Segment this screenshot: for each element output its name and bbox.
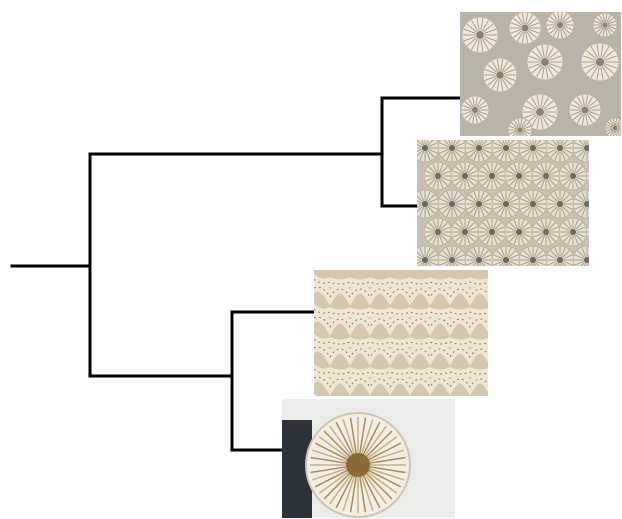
cell-33: [546, 246, 574, 274]
polyp-0: [462, 17, 498, 53]
polyp-11: [605, 118, 622, 138]
cell-30: [465, 246, 493, 274]
cell-23: [478, 218, 506, 246]
polyp-2: [546, 11, 574, 39]
cell-28: [411, 246, 439, 274]
coral-photo-2: [411, 134, 614, 274]
cell-8: [451, 162, 479, 190]
cell-18: [519, 190, 547, 218]
cell-22: [451, 218, 479, 246]
polyp-9: [569, 94, 601, 126]
polyp-6: [581, 43, 619, 81]
cell-19: [546, 190, 574, 218]
cell-7: [424, 162, 452, 190]
cell-21: [424, 218, 452, 246]
cell-4: [519, 134, 547, 162]
cell-1: [438, 134, 466, 162]
polyp-3: [593, 13, 617, 37]
cell-10: [505, 162, 533, 190]
cell-29: [438, 246, 466, 274]
coral-photo-3: [310, 270, 510, 404]
cell-13: [586, 162, 614, 190]
polyp-10: [508, 118, 532, 142]
cell-15: [438, 190, 466, 218]
coral-photo-1: [460, 11, 622, 142]
cell-9: [478, 162, 506, 190]
polyp-1: [509, 12, 541, 44]
cell-6: [573, 134, 601, 162]
cell-25: [532, 218, 560, 246]
polyp-4: [483, 58, 517, 92]
cell-16: [465, 190, 493, 218]
polyp-5: [527, 44, 563, 80]
coral-photo-4: [282, 399, 455, 518]
cell-24: [505, 218, 533, 246]
cell-26: [559, 218, 587, 246]
polyp-7: [461, 96, 489, 124]
cell-34: [573, 246, 601, 274]
cell-11: [532, 162, 560, 190]
cell-5: [546, 134, 574, 162]
cell-20: [573, 190, 601, 218]
cell-27: [586, 218, 614, 246]
cell-17: [492, 190, 520, 218]
cup-center: [346, 453, 370, 477]
cell-2: [465, 134, 493, 162]
cell-0: [411, 134, 439, 162]
cell-14: [411, 190, 439, 218]
cell-3: [492, 134, 520, 162]
cell-32: [519, 246, 547, 274]
cell-31: [492, 246, 520, 274]
cell-12: [559, 162, 587, 190]
